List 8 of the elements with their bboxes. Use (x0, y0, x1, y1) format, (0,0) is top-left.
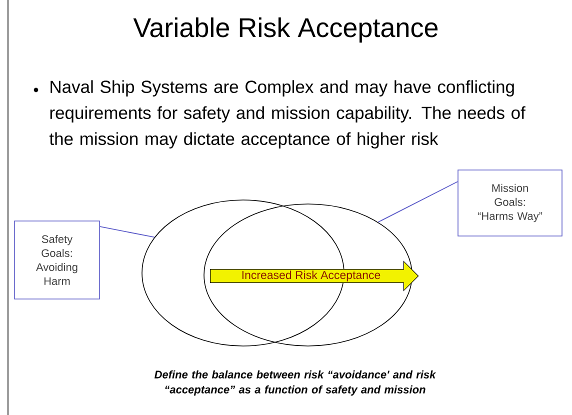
ellipse (204, 204, 412, 346)
leader-line (99, 226, 155, 238)
text-box: Mission Goals: “Harms Way” (458, 170, 562, 236)
caption: Define the balance between risk “avoidance' and risk “acceptance” as a function of safety and mission (154, 370, 436, 396)
bullet-text: Naval Ship Systems are Complex and may have conflicting requirements for safety and mission capability. The needs of the mission may dictate acceptance of higher risk (49, 80, 526, 149)
title: Variable Risk Acceptance (133, 17, 438, 43)
leader-line (378, 181, 458, 223)
text-box: Safety Goals: Avoiding Harm (14, 220, 100, 300)
